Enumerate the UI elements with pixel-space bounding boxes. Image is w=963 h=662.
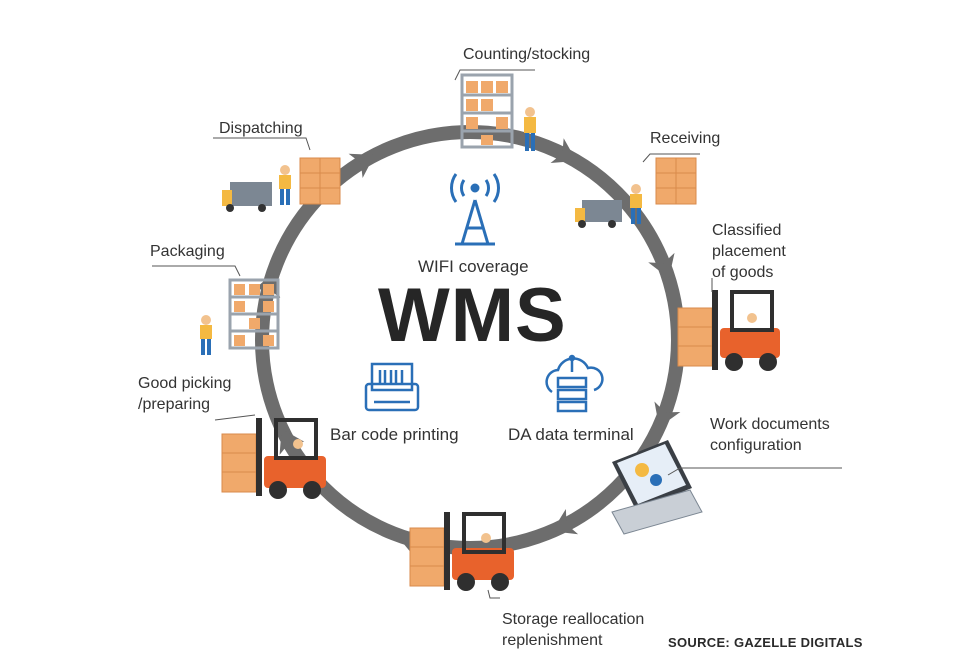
ring-arrow-6 [279, 428, 305, 455]
step-picking-line-1: Good picking [138, 375, 232, 392]
ring-arrow-2 [648, 252, 675, 279]
step-work-docs-label: Work documents configuration [710, 414, 830, 456]
laptop-illustration [611, 440, 703, 535]
ring-arrow-4 [552, 509, 579, 535]
step-classified-label: Classified placement of goods [712, 220, 786, 283]
forklift-storage-illustration [409, 512, 514, 591]
step-storage-label: Storage reallocation replenishment [502, 609, 644, 651]
ring-arrow-8 [348, 153, 375, 179]
cloud-server-icon [545, 354, 604, 413]
step-counting-label: Counting/stocking [463, 46, 591, 63]
step-work-docs-line-2: configuration [710, 437, 802, 454]
step-dispatching-label: Dispatching [219, 120, 303, 137]
wifi-coverage-label: WIFI coverage [418, 257, 529, 276]
da-terminal-label: DA data terminal [508, 425, 634, 444]
forklift-classified-illustration [677, 290, 780, 371]
step-classified-line-1: Classified [712, 222, 782, 239]
barcode-printer-icon [364, 362, 420, 412]
dispatching-illustration [222, 157, 341, 212]
label-pointers [152, 69, 842, 599]
step-picking-label: Good picking /preparing [138, 373, 231, 415]
step-packaging-label: Packaging [150, 243, 225, 260]
step-storage-line-1: Storage reallocation [502, 611, 645, 628]
wifi-tower-icon [449, 173, 501, 246]
counting-rack-illustration [460, 73, 536, 151]
packaging-rack-illustration [200, 278, 280, 355]
step-work-docs-line-1: Work documents [710, 416, 830, 433]
step-picking-line-2: /preparing [138, 396, 211, 413]
receiving-illustration [575, 157, 697, 228]
diagram-title: WMS [378, 273, 567, 358]
source-credit: SOURCE: GAZELLE DIGITALS [668, 635, 863, 650]
step-classified-line-2: placement [712, 243, 786, 260]
ring-arrow-1 [550, 138, 577, 164]
step-storage-line-2: replenishment [502, 632, 603, 649]
barcode-printing-label: Bar code printing [330, 425, 459, 444]
ring-arrow-3 [654, 401, 681, 428]
step-classified-line-3: of goods [712, 264, 774, 281]
step-receiving-label: Receiving [650, 130, 721, 147]
forklift-picking-illustration [221, 418, 326, 499]
